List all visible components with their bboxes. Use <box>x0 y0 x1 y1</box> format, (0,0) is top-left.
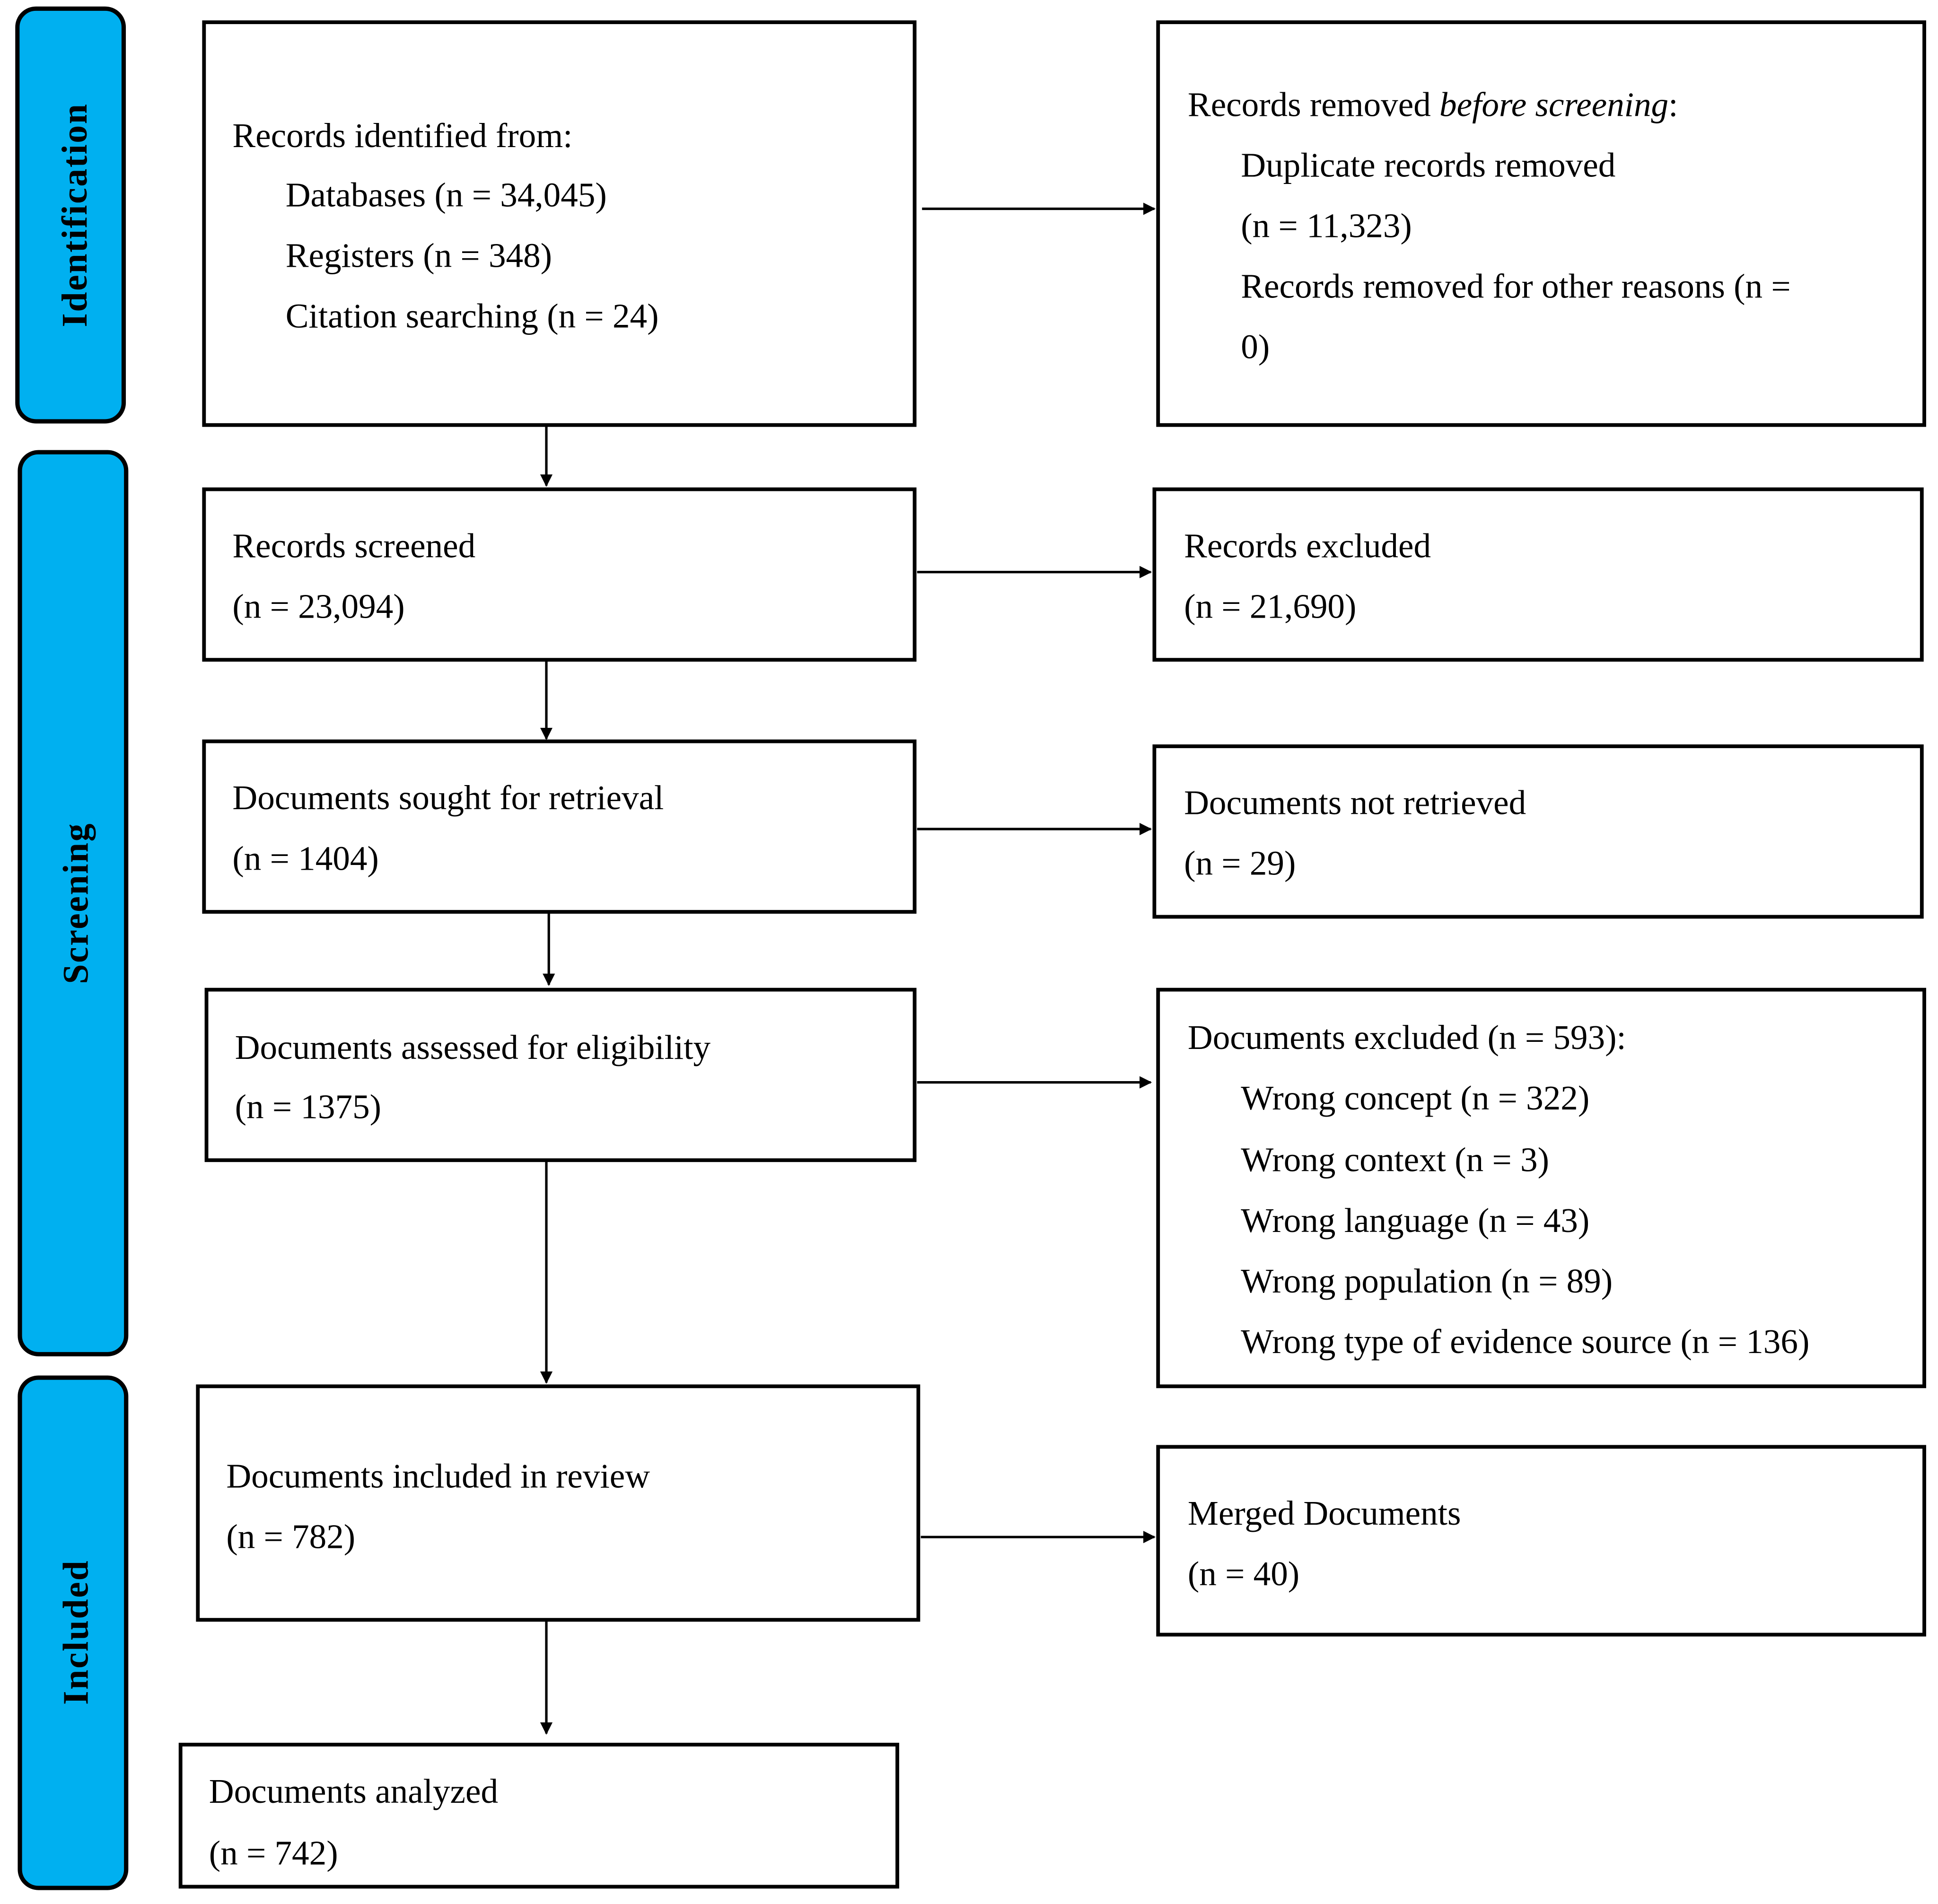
merged-documents-box: Merged Documents (n = 40) <box>1156 1445 1926 1637</box>
exclusion-reason: Wrong context (n = 3) <box>1241 1141 1549 1179</box>
exclusion-reason: Wrong population (n = 89) <box>1241 1262 1613 1300</box>
exclusion-reason: Wrong type of evidence source (n = 136) <box>1241 1322 1809 1361</box>
documents-sought-box: Documents sought for retrieval (n = 1404… <box>202 739 917 914</box>
box-count: (n = 29) <box>1184 844 1296 882</box>
box-count: (n = 40) <box>1188 1555 1299 1593</box>
box-count: (n = 1404) <box>232 839 378 877</box>
other-label: Records removed for other reasons (n = <box>1241 267 1790 306</box>
phase-screening: Screening <box>18 450 129 1356</box>
records-excluded-box: Records excluded (n = 21,690) <box>1152 487 1924 662</box>
duplicates-count: (n = 11,323) <box>1241 207 1412 245</box>
databases-count: Databases (n = 34,045) <box>286 175 607 214</box>
exclusion-reason: Wrong language (n = 43) <box>1241 1201 1589 1240</box>
box-title: Records identified from: <box>232 116 572 155</box>
documents-included-box: Documents included in review (n = 782) <box>196 1384 921 1622</box>
duplicates-label: Duplicate records removed <box>1241 146 1615 184</box>
box-label: Records screened <box>232 526 475 565</box>
other-count: 0) <box>1241 328 1270 366</box>
exclusion-reason: Wrong concept (n = 322) <box>1241 1079 1589 1117</box>
box-label: Merged Documents <box>1188 1494 1461 1532</box>
documents-assessed-box: Documents assessed for eligibility (n = … <box>204 987 917 1162</box>
box-count: (n = 1375) <box>235 1087 381 1126</box>
box-count: (n = 782) <box>226 1518 355 1556</box>
box-count: (n = 742) <box>209 1834 338 1872</box>
box-label: Documents sought for retrieval <box>232 778 664 817</box>
box-label: Records excluded <box>1184 526 1431 565</box>
phase-label: Screening <box>56 822 96 984</box>
phase-label: Included <box>56 1560 96 1705</box>
citation-count: Citation searching (n = 24) <box>286 297 659 335</box>
documents-analyzed-box: Documents analyzed (n = 742) <box>178 1743 899 1889</box>
arrows <box>540 202 1156 1735</box>
phase-label: Identification <box>55 103 95 327</box>
registers-count: Registers (n = 348) <box>286 236 552 274</box>
box-label: Documents not retrieved <box>1184 784 1526 822</box>
records-identified-box: Records identified from: Databases (n = … <box>202 20 917 427</box>
box-count: (n = 21,690) <box>1184 587 1356 625</box>
phase-included: Included <box>18 1375 129 1890</box>
box-label: Documents analyzed <box>209 1772 498 1810</box>
records-screened-box: Records screened (n = 23,094) <box>202 487 917 662</box>
documents-not-retrieved-box: Documents not retrieved (n = 29) <box>1152 744 1924 919</box>
box-title: Documents excluded (n = 593): <box>1188 1018 1626 1057</box>
records-removed-box: Records removed before screening: Duplic… <box>1156 20 1926 427</box>
box-label: Documents included in review <box>226 1457 650 1495</box>
phase-identification: Identification <box>15 6 126 424</box>
documents-excluded-box: Documents excluded (n = 593): Wrong conc… <box>1156 987 1926 1389</box>
box-count: (n = 23,094) <box>232 587 404 625</box>
box-title: Records removed before screening: <box>1188 86 1678 124</box>
box-label: Documents assessed for eligibility <box>235 1028 711 1066</box>
